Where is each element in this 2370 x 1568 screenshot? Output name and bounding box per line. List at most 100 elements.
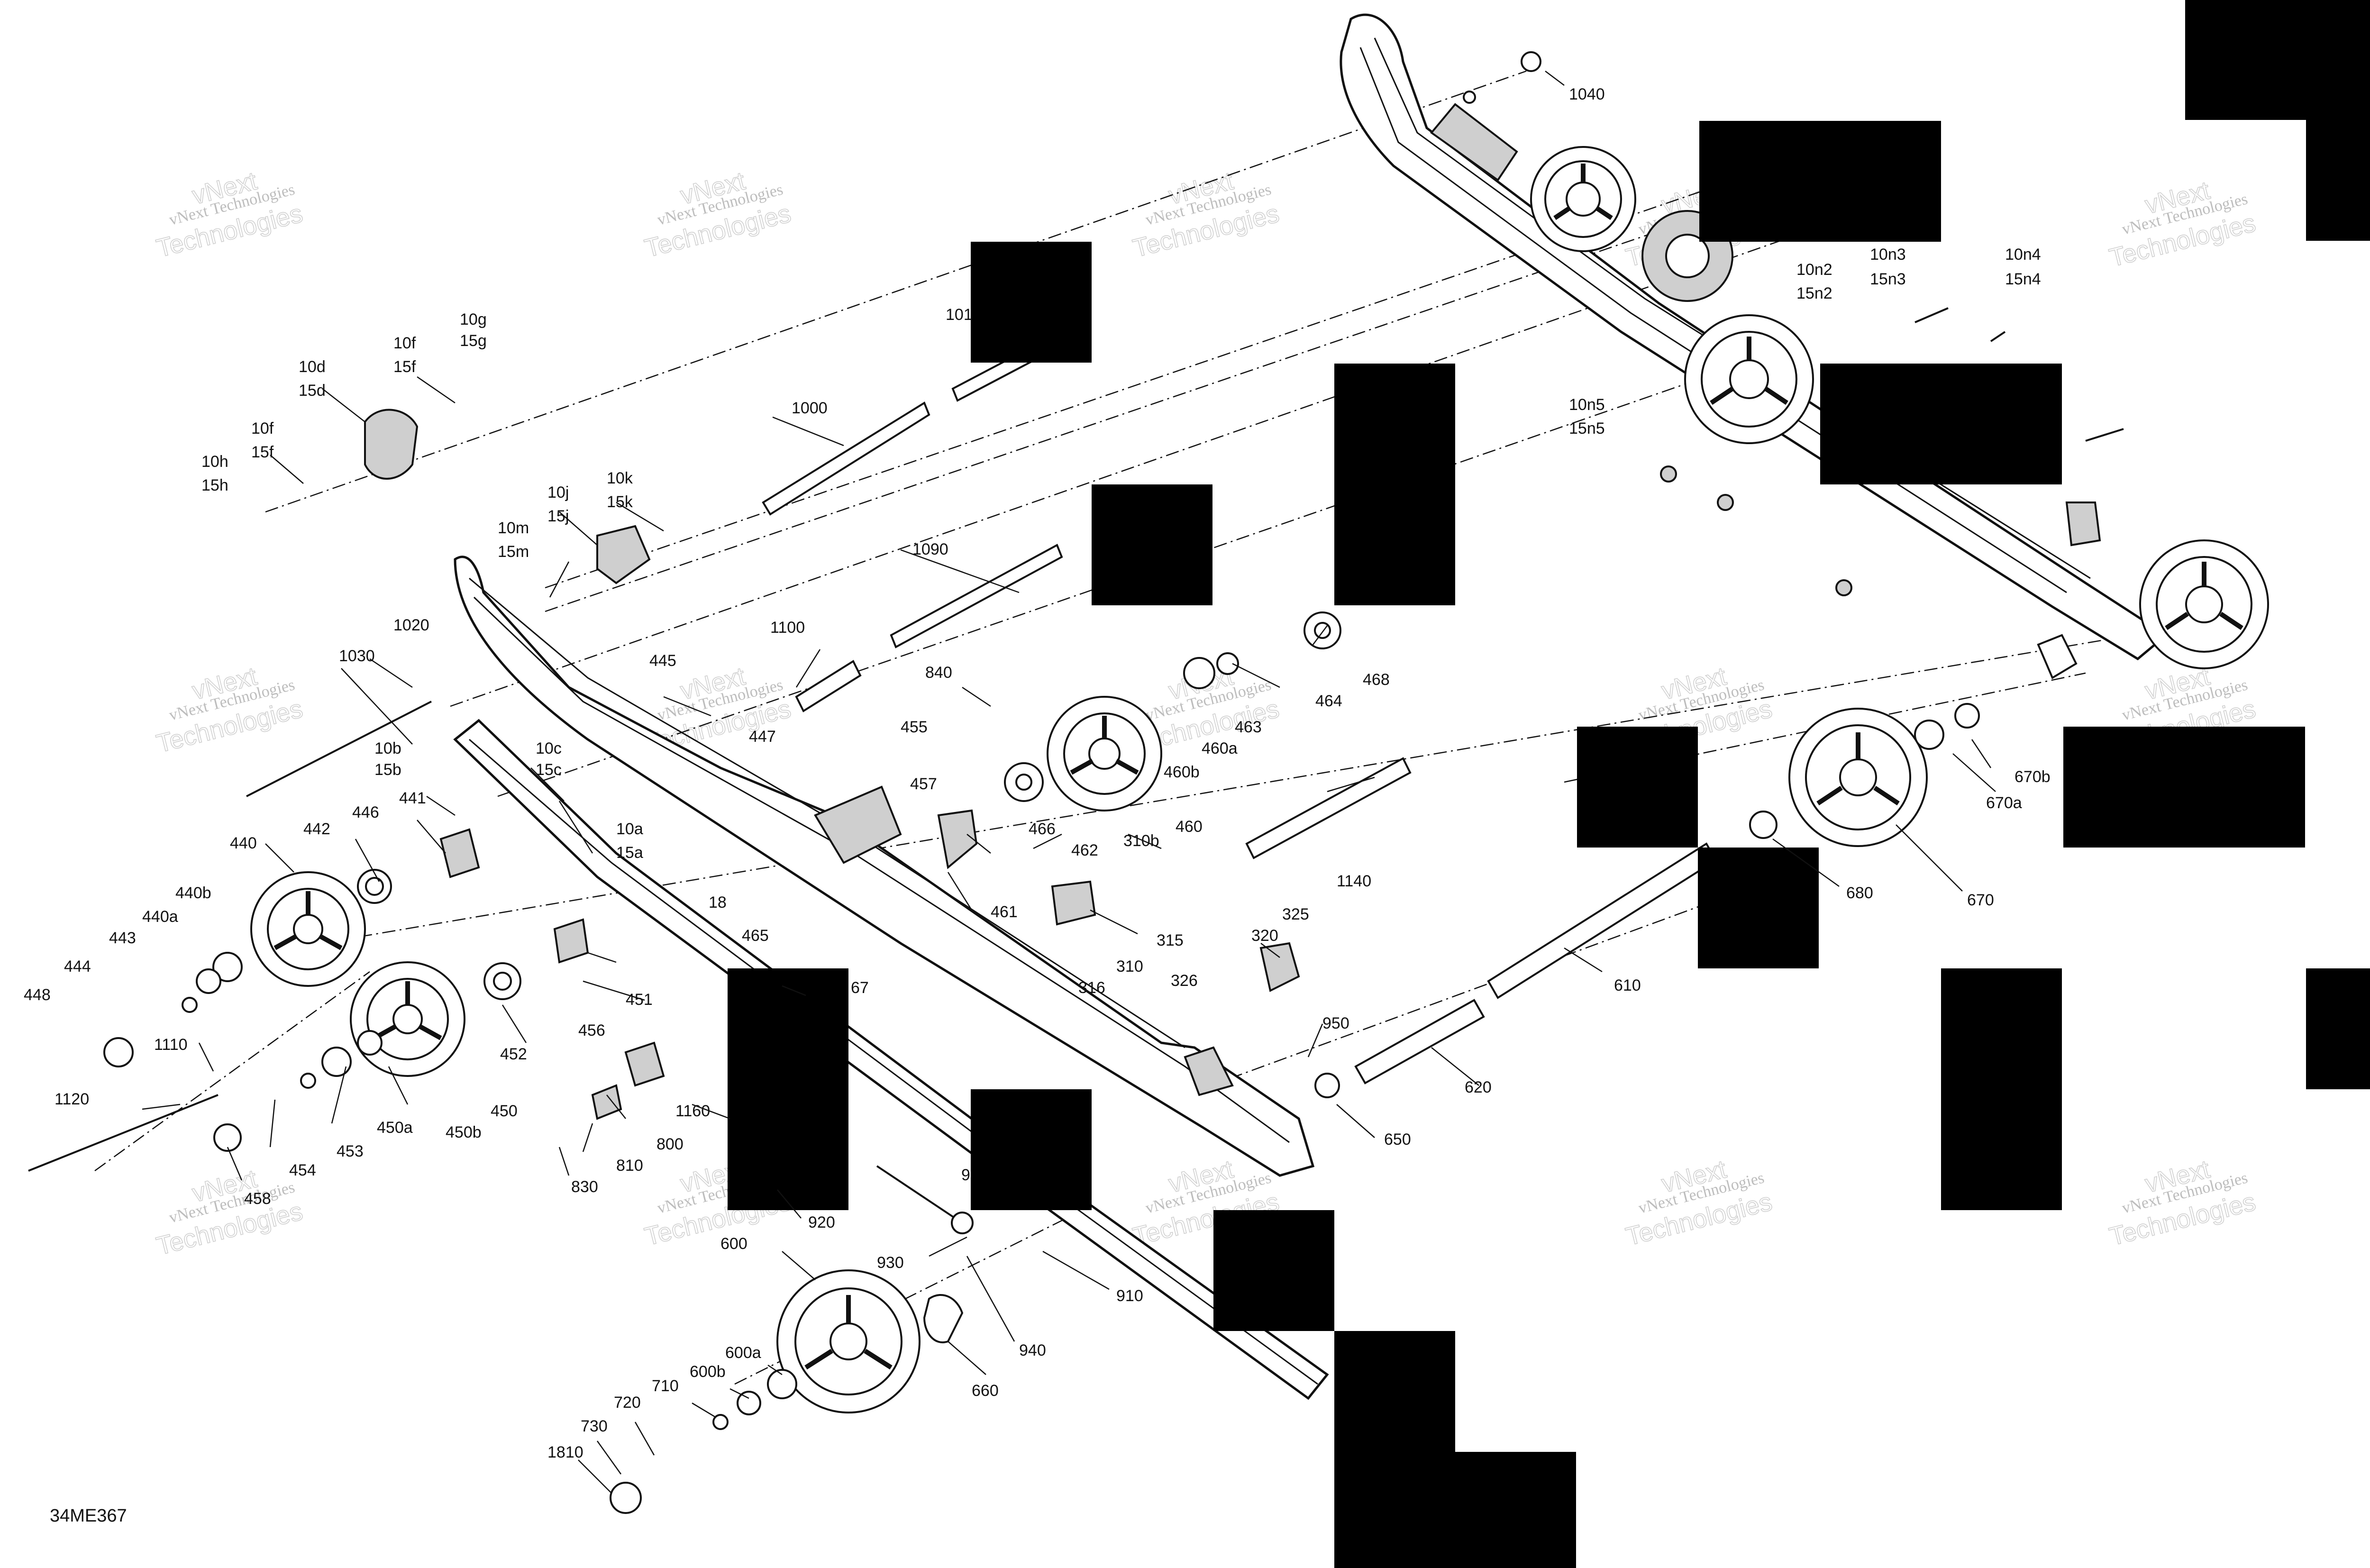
callout-1000: 1000: [792, 399, 828, 417]
callout-720: 720: [614, 1394, 641, 1412]
callout-465: 465: [742, 927, 769, 945]
callout-10n3: 10n3: [1870, 246, 1906, 264]
watermark: vNext Technologies Technologies vNext: [153, 662, 306, 759]
callout-310: 310: [1116, 957, 1143, 975]
callout-326: 326: [1171, 972, 1198, 990]
callout-920: 920: [808, 1213, 835, 1231]
wheel-440: [250, 871, 366, 987]
callout-453: 453: [337, 1142, 364, 1160]
callout-450a: 450a: [377, 1119, 413, 1137]
callout-15j: 15j: [547, 507, 569, 525]
callout-457: 457: [910, 775, 937, 793]
callout-910: 910: [1116, 1287, 1143, 1305]
watermark: vNext Technologies Technologies vNext: [2106, 176, 2259, 273]
callout-10a: 10a: [616, 820, 643, 838]
callout-447: 447: [749, 728, 776, 746]
callout-443: 443: [109, 929, 136, 947]
callout-15m: 15m: [498, 543, 529, 561]
callout-15h: 15h: [201, 476, 228, 494]
callout-labels: 1040 101 10n3 15n3 10n4 15n4 10n2 15n2 1…: [24, 85, 2051, 1461]
callout-445: 445: [649, 652, 676, 670]
shafts: [28, 340, 1717, 1224]
callout-10b: 10b: [374, 739, 401, 757]
callout-1030: 1030: [339, 647, 375, 665]
callout-467: 67: [851, 979, 869, 997]
callout-15f-top: 15f: [393, 358, 416, 376]
callout-15g: 15g: [460, 332, 487, 350]
callout-450: 450: [491, 1102, 518, 1120]
callout-9x: 9: [961, 1166, 970, 1184]
callout-670: 670: [1967, 891, 1994, 909]
callout-810: 810: [616, 1157, 643, 1175]
callout-440a: 440a: [142, 908, 178, 926]
callout-680: 680: [1846, 884, 1873, 902]
callout-800: 800: [656, 1135, 684, 1153]
callout-610: 610: [1614, 976, 1641, 994]
callout-830: 830: [571, 1178, 598, 1196]
callout-468: 468: [1363, 671, 1390, 689]
callout-15d: 15d: [299, 382, 326, 400]
leader-lines: [142, 71, 1996, 1494]
callout-18: 18: [709, 893, 727, 912]
callout-15f: 15f: [251, 443, 274, 461]
callout-730: 730: [581, 1417, 608, 1435]
callout-310b: 310b: [1123, 832, 1159, 850]
callout-315: 315: [1157, 931, 1184, 949]
callout-15c: 15c: [536, 761, 562, 779]
wheel-670: [1788, 708, 1928, 847]
callout-466: 466: [1029, 820, 1056, 838]
watermark: vNext Technologies Technologies vNext: [2106, 662, 2259, 759]
callout-1160: 1160: [675, 1102, 710, 1120]
wheel-450: [350, 961, 465, 1077]
callout-600a: 600a: [725, 1344, 761, 1362]
callout-10h: 10h: [201, 453, 228, 471]
callout-15n4: 15n4: [2005, 270, 2041, 288]
callout-1090: 1090: [912, 540, 948, 558]
callout-101: 101: [946, 306, 973, 324]
callout-460: 460: [1176, 818, 1203, 836]
callout-460a: 460a: [1202, 739, 1238, 757]
wheel: [2139, 539, 2269, 669]
wheel-460: [1047, 696, 1162, 811]
callout-600b: 600b: [690, 1363, 726, 1381]
callout-650: 650: [1384, 1130, 1411, 1149]
callout-462: 462: [1071, 841, 1098, 859]
callout-15n3: 15n3: [1870, 270, 1906, 288]
callout-660: 660: [972, 1382, 999, 1400]
callout-450b: 450b: [446, 1123, 482, 1141]
callout-461: 461: [991, 903, 1018, 921]
callout-15n5: 15n5: [1569, 419, 1605, 438]
callout-10n2: 10n2: [1796, 261, 1832, 279]
callout-452: 452: [500, 1045, 527, 1063]
callout-10f-top: 10f: [393, 334, 416, 352]
callout-10m: 10m: [498, 519, 529, 537]
watermark: vNext Technologies Technologies vNext: [153, 166, 306, 264]
main-rail: [453, 556, 1329, 1400]
callout-10f: 10f: [251, 419, 274, 438]
wheel-600: [776, 1269, 921, 1413]
callout-10g: 10g: [460, 310, 487, 328]
watermark: vNext Technologies Technologies vNext: [2106, 1155, 2259, 1252]
watermark: vNext Technologies Technologies vNext: [641, 166, 794, 264]
callout-15k: 15k: [607, 493, 633, 511]
callout-10n5: 10n5: [1569, 396, 1605, 414]
callout-460b: 460b: [1164, 763, 1200, 781]
callout-10c: 10c: [536, 739, 562, 757]
callout-940: 940: [1019, 1341, 1046, 1359]
callout-950: 950: [1322, 1014, 1349, 1032]
callout-458: 458: [244, 1190, 271, 1208]
watermark: vNext Technologies Technologies vNext: [153, 1164, 306, 1261]
callout-15b: 15b: [374, 761, 401, 779]
callout-446: 446: [352, 803, 379, 821]
callout-840: 840: [925, 664, 952, 682]
callout-1140: 1140: [1337, 872, 1371, 890]
callout-1110: 1110: [154, 1036, 188, 1054]
callout-448: 448: [24, 986, 51, 1004]
callout-10n4: 10n4: [2005, 246, 2041, 264]
callout-440b: 440b: [175, 884, 211, 902]
callout-325: 325: [1282, 905, 1309, 923]
callout-15a: 15a: [616, 844, 643, 862]
callout-442: 442: [303, 820, 330, 838]
callout-454: 454: [289, 1161, 316, 1179]
callout-464: 464: [1315, 692, 1342, 710]
